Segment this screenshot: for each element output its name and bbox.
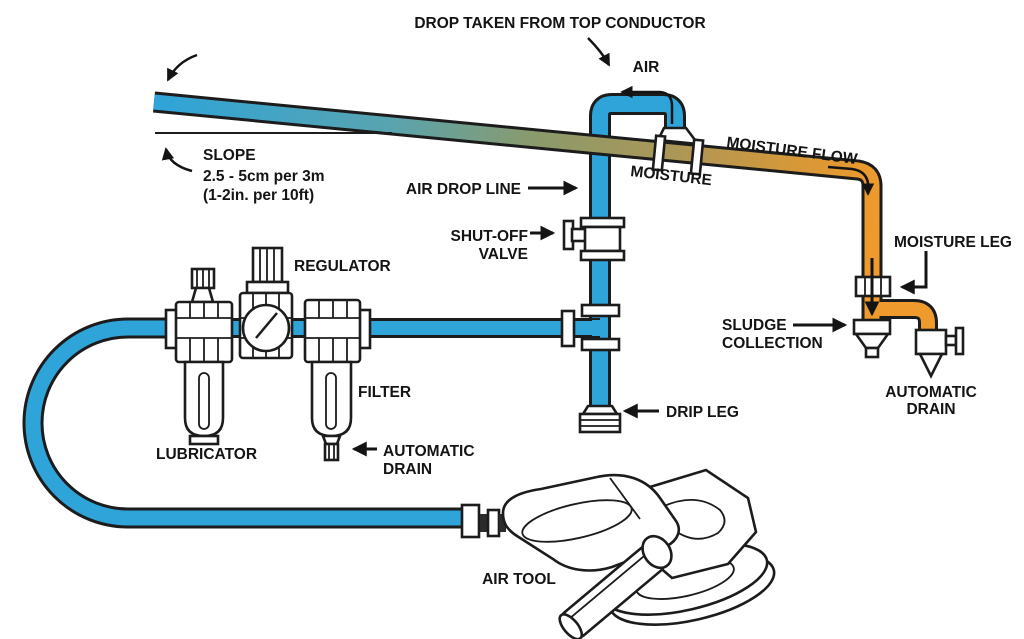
label-shut-off: SHUT-OFF [451, 228, 529, 245]
lubricator-stem [190, 286, 215, 304]
lubricator-sight [198, 372, 210, 430]
drop-label-arrow [587, 37, 611, 67]
label-filter-automatic: AUTOMATIC [383, 443, 475, 460]
handle-end-cap [558, 613, 584, 639]
lubricator-bowl-cap [188, 434, 220, 446]
spindle-collar [641, 534, 673, 570]
lubricator-unit [174, 267, 234, 446]
tool-body-facet [609, 477, 641, 520]
tool-nipple-2 [499, 514, 506, 532]
drop-coupling-lower [580, 337, 621, 352]
moisture-leg-fittings [852, 258, 892, 359]
drop-coupling-upper [580, 303, 621, 318]
label-right-automatic: AUTOMATIC [885, 384, 977, 401]
frl-assembly [164, 246, 372, 462]
filter-unit [303, 298, 362, 462]
gauge-needle [255, 312, 278, 339]
label-air: AIR [633, 59, 660, 76]
hose-fill [25, 320, 468, 526]
conductor-start-arrow [166, 53, 198, 82]
label-filter: FILTER [358, 384, 411, 401]
filter-sight [325, 372, 337, 430]
regulator-bonnet [245, 280, 290, 295]
drip-cap [578, 412, 622, 434]
drain-valve-handle [954, 326, 965, 356]
label-sludge: SLUDGE [722, 317, 787, 334]
moisture-leg-leader [899, 251, 928, 295]
drip-leg-cap [578, 404, 622, 434]
label-slope-metric: 2.5 - 5cm per 3m [203, 168, 324, 185]
air-tool-drawing [460, 468, 776, 639]
conductor-fittings [651, 126, 705, 176]
branch-coupling [560, 309, 576, 348]
flow-arrows [620, 85, 875, 196]
label-drip-leg: DRIP LEG [666, 404, 739, 421]
shut-off-valve-device [562, 216, 626, 262]
sludge-collection-nub [864, 346, 880, 359]
label-lubricator: LUBRICATOR [156, 446, 257, 463]
tool-nipple-ring [486, 508, 501, 538]
label-slope-imperial: (1-2in. per 10ft) [203, 187, 314, 204]
pipe-flange-left [651, 134, 667, 172]
tool-body [501, 473, 680, 572]
filter-auto-drain-nub [323, 442, 340, 462]
label-right-drain: DRAIN [906, 401, 955, 418]
label-drop-taken: DROP TAKEN FROM TOP CONDUCTOR [414, 15, 705, 32]
label-arrows [161, 37, 928, 457]
regulator-unit [238, 246, 294, 360]
valve-flange-top [579, 216, 626, 229]
sludge-collection-taper [853, 332, 891, 350]
label-air-drop-line: AIR DROP LINE [406, 181, 521, 198]
valve-body [583, 225, 622, 253]
label-valve: VALVE [479, 246, 528, 263]
label-regulator: REGULATOR [294, 258, 391, 275]
air-drop-line-pipe [589, 93, 686, 411]
hose-coupling [460, 503, 481, 539]
valve-flange-bottom [579, 249, 626, 262]
moisture-flow-arrow [827, 165, 875, 196]
drain-body [914, 328, 948, 356]
hose-loop [22, 317, 468, 529]
label-air-tool: AIR TOOL [482, 571, 556, 588]
tee-joint-patch [592, 320, 608, 336]
pipe-flange-right [689, 138, 705, 176]
sludge-collection-cap [852, 318, 892, 336]
drain-valve-stem [944, 334, 958, 347]
air-flow-arrow [620, 85, 674, 124]
label-filter-drain: DRAIN [383, 461, 432, 478]
label-slope: SLOPE [203, 147, 256, 164]
automatic-drain-device [914, 326, 965, 379]
drain-cone [917, 352, 945, 379]
tool-nipple [480, 514, 488, 532]
drain-branch-fill [870, 302, 935, 338]
drop-pipe-fill [592, 96, 683, 411]
label-moisture-leg: MOISTURE LEG [894, 234, 1012, 251]
slope-angle-arrow [161, 147, 193, 173]
label-collection: COLLECTION [722, 335, 823, 352]
